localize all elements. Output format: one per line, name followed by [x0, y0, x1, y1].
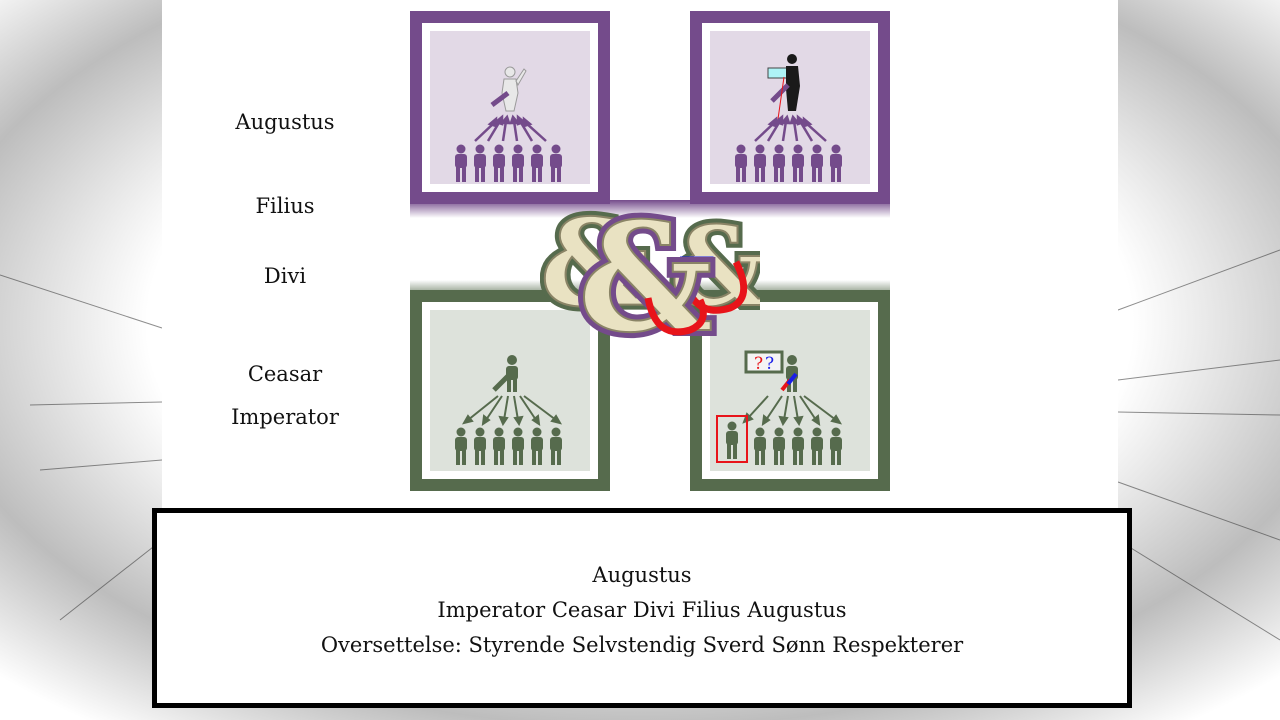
commander-icon: [455, 355, 563, 465]
tile-bottom-right-inner: ? ?: [710, 310, 870, 471]
caption-full-name: Imperator Ceasar Divi Filius Augustus: [437, 598, 847, 622]
tile-bottom-left: [410, 290, 610, 491]
ampersand-left-shadow: &: [540, 193, 648, 334]
questioning-commander-icon: ? ?: [716, 350, 843, 465]
dark-leader-icon: [735, 54, 842, 182]
tile-top-left-inner: [430, 31, 590, 184]
caption-title: Augustus: [592, 563, 692, 587]
caption-box: Augustus Imperator Ceasar Divi Filius Au…: [152, 508, 1132, 708]
question-mark-red: ?: [754, 354, 763, 374]
ampersand-center-shadow: &: [578, 190, 713, 345]
label-filius: Filius: [255, 194, 315, 218]
tile-top-right-inner: [710, 31, 870, 184]
ampersand-left: &: [540, 193, 648, 334]
statue-leader-icon: [455, 66, 562, 182]
caption-translation: Oversettelse: Styrende Selvstendig Sverd…: [320, 633, 964, 657]
content-card: [162, 0, 1118, 508]
tile-top-left: [410, 11, 610, 204]
question-mark-blue: ?: [765, 354, 774, 374]
tile-top-right: [690, 11, 890, 204]
label-ceasar: Ceasar: [247, 362, 323, 386]
ampersand-magnet-icon: & & & & & &: [540, 184, 760, 345]
label-augustus: Augustus: [235, 110, 335, 134]
purple-shade: [410, 200, 890, 218]
label-imperator: Imperator: [231, 405, 339, 429]
ampersand-right-shadow: &: [670, 202, 760, 331]
highlight-box: [716, 415, 748, 463]
ampersand-center: &: [578, 190, 713, 345]
tile-bottom-right: ? ?: [690, 290, 890, 491]
tile-bottom-left-inner: [430, 310, 590, 471]
label-divi: Divi: [263, 264, 307, 288]
